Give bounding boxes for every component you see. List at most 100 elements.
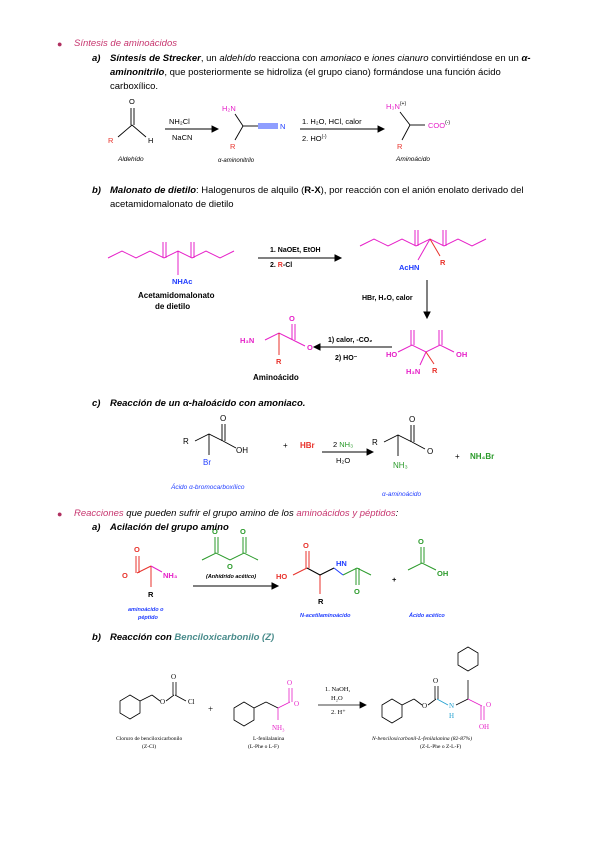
final-o-minus-label: O [307, 343, 313, 352]
product-o-minus-label: O [427, 447, 433, 456]
nitrile-name: α-aminonitrilo [218, 158, 255, 164]
strecker-paragraph-line2: aminonitrilo, que posteriormente se hidr… [110, 67, 501, 78]
aldehyde-r-label: R [108, 136, 114, 145]
final-o-label: O [289, 314, 295, 323]
zcl-o-label: O [171, 673, 176, 681]
z-protection-scheme [119, 646, 485, 727]
hydrolysis-cond: HBr, H₂O, calor [362, 295, 413, 302]
decarboxylation-cond-2: 2) HO⁻ [335, 355, 358, 362]
product-acyl-o-label: O [303, 541, 309, 550]
plus-sign: + [283, 441, 288, 450]
final-aa-name: Aminoácido [253, 373, 299, 382]
aa-peptide-name-1: aminoácido o [128, 607, 164, 613]
z-title: Reacción con Benciloxicarbonilo (Z) [110, 632, 275, 643]
product-amide-o: O [354, 587, 360, 596]
acyl-o-label: O [134, 545, 140, 554]
hbr-reagent: HBr [300, 441, 315, 450]
nitrile-n-label: N [280, 122, 285, 131]
diacid-ho-label: HO [386, 350, 397, 359]
zphe-h-label: H [449, 712, 454, 720]
acylation-title: Acilación del grupo amino [110, 522, 229, 533]
zphe-o-ester: O [422, 702, 427, 710]
acetic-oh-label: OH [437, 569, 448, 578]
zcl-cl-label: Cl [188, 698, 195, 706]
plus-sign-3: + [392, 575, 397, 584]
acetic-o-label: O [418, 537, 424, 546]
haloacid-br-label: Br [203, 458, 211, 467]
diacid-r-label: R [432, 366, 438, 375]
phe-name-1: L-fenilalanina [253, 735, 285, 742]
strecker-scheme [117, 108, 425, 141]
decarboxylation-cond-1: 1) calor, -CO₂ [328, 337, 372, 344]
aldehyde-o-label: O [129, 97, 135, 106]
aa-name: Aminoácido [395, 156, 430, 163]
diacid-oh-label: OH [456, 350, 467, 359]
zphe-oh-label: OH [479, 723, 489, 731]
aminoacid-name: α-aminoácido [382, 491, 421, 498]
alkylation-cond-2: 2. R-Cl [270, 262, 292, 269]
product-r-label: R [318, 597, 324, 606]
strecker-paragraph-line3: carboxílico. [110, 81, 159, 92]
aa-r-label: R [397, 142, 403, 151]
malonate-scheme [107, 230, 487, 366]
achn-label: AcHN [399, 263, 419, 272]
nitrile-h2n-label: H₂N [222, 104, 236, 113]
acyl-o-minus-label: O [122, 571, 128, 580]
anhydride-o-label-1: O [212, 527, 218, 536]
ammonium-bromide: NH₄Br [470, 452, 494, 461]
zprot-reagent-1: 1. NaOH, [325, 686, 350, 693]
anhydride-name: (Anhídrido acético) [206, 574, 256, 580]
acyl-r-label: R [148, 590, 154, 599]
hydrolysis-cond-1: 1. H₂O, HCl, calor [302, 117, 362, 126]
alkylated-r-label: R [440, 258, 446, 267]
aldehyde-h-label: H [148, 136, 153, 145]
product-nh3-label: NH₃ [393, 461, 408, 470]
item-label: b) [92, 632, 101, 643]
haloacid-oh-label: OH [236, 446, 248, 455]
strecker-paragraph-line1: Síntesis de Strecker, un aldehído reacci… [110, 53, 531, 64]
item-label: b) [92, 185, 101, 196]
nitrile-r-label: R [230, 142, 236, 151]
aa-h3n-label: H₃N(+) [386, 101, 406, 111]
zphe-o-acid: O [486, 701, 491, 709]
plus-sign-2: + [455, 452, 460, 461]
aldehyde-name: Aldehído [117, 156, 144, 163]
malonate-name-2: de dietilo [155, 302, 190, 311]
haloacid-o-label: O [220, 414, 226, 423]
malonate-paragraph-line1: Malonato de dietilo: Halogenuros de alqu… [110, 185, 524, 196]
zcl-o-ester-label: O [160, 698, 165, 706]
ammonia-reagent: 2 NH₃ [333, 440, 353, 449]
hydrolysis-cond-2: 2. HO(-) [302, 134, 327, 143]
water-solvent: H₂O [336, 456, 350, 465]
zcl-name-1: Cloruro de benciloxicarbonilo [116, 736, 183, 742]
item-label: c) [92, 398, 101, 409]
final-r-label: R [276, 357, 282, 366]
zphe-n-label: N [449, 702, 454, 710]
zphe-o-label: O [433, 677, 438, 685]
strecker-reagent-1: NH₂Cl [169, 117, 190, 126]
item-label: a) [92, 53, 101, 64]
bullet-icon: ● [57, 39, 63, 49]
strecker-reagent-2: NaCN [172, 133, 192, 142]
zprot-reagent-3: 2. H⁺ [331, 709, 346, 716]
haloacid-title: Reacción de un α-haloácido con amoniaco. [110, 398, 306, 409]
aa-peptide-name-2: péptido [137, 615, 158, 621]
phe-o-label: O [287, 679, 292, 687]
acylation-scheme [135, 537, 437, 594]
anhydride-o-label-2: O [240, 527, 246, 536]
malonate-name-1: Acetamidomalonato [138, 291, 215, 300]
nhac-label: NHAc [172, 277, 192, 286]
zcl-name-2: (Z-Cl) [142, 743, 156, 750]
phe-o-minus-label: O [294, 700, 299, 708]
plus-sign-4: + [208, 704, 213, 714]
bullet-icon: ● [57, 509, 63, 519]
product-r-label: R [372, 438, 378, 447]
acetylamino-name: N-acetilaminoácido [300, 613, 351, 619]
malonate-paragraph-line2: acetamidomalonato de dietilo [110, 199, 234, 210]
diacid-h3n-label: H₃N [406, 367, 420, 376]
section-title-sintesis: Síntesis de aminoácidos [74, 38, 177, 49]
zprot-reagent-2: H₂O [331, 695, 343, 702]
phe-nh3-label: NH₃ [272, 724, 285, 732]
